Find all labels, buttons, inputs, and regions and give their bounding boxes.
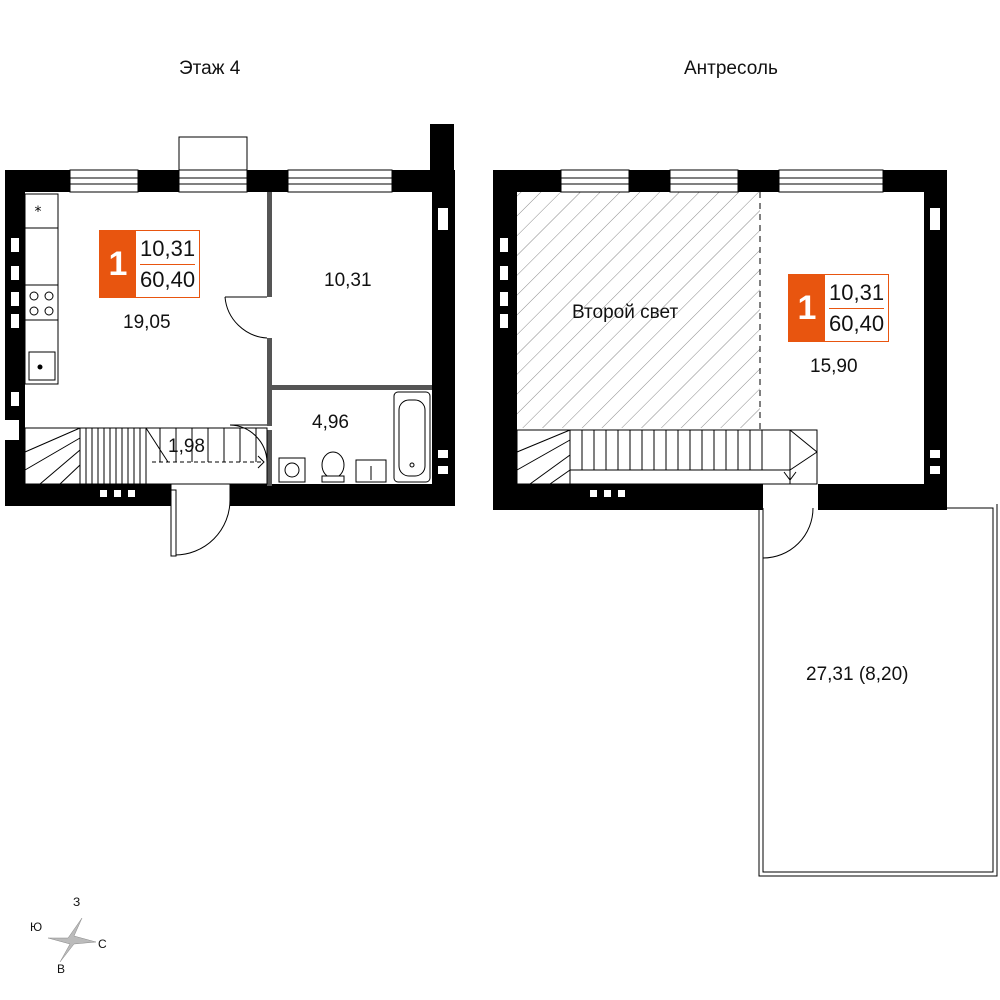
bedroom-area: 10,31 — [324, 270, 372, 291]
room-count: 1 — [100, 231, 136, 297]
stairs-left — [24, 427, 268, 485]
left-west-wall — [5, 170, 25, 506]
living-area-value: 10,31 — [140, 234, 196, 265]
right-plan — [493, 169, 998, 877]
bathroom-fixtures — [278, 391, 431, 483]
partition-kitchen-bedroom-lower — [267, 338, 272, 426]
terrace-outline — [762, 507, 994, 873]
right-west-wall — [493, 170, 517, 510]
terrace-area: 27,31 (8,20) — [806, 664, 909, 685]
double-height-area — [517, 192, 760, 428]
left-bottom-wall-b — [230, 484, 455, 506]
svg-text:*: * — [35, 204, 42, 220]
right-bottom-wall-a — [493, 484, 763, 510]
partition-bath-west — [267, 430, 272, 486]
left-east-wall — [432, 170, 455, 506]
bathroom-area: 4,96 — [312, 412, 349, 433]
compass-east-label: С — [98, 937, 107, 951]
total-area-value: 60,40 — [829, 310, 885, 336]
double-height-label: Второй свет — [572, 302, 679, 323]
compass-icon — [47, 917, 97, 963]
right-east-wall — [924, 170, 947, 510]
kitchen-living-area: 19,05 — [123, 312, 171, 333]
compass-south-label: В — [57, 962, 66, 976]
compass-west-label: Ю — [30, 920, 43, 934]
living-area-value: 10,31 — [829, 278, 885, 309]
window-top-3 — [287, 169, 393, 193]
right-plan-title: Антресоль — [684, 58, 778, 79]
left-plan: * — [5, 124, 455, 557]
left-plan-title: Этаж 4 — [179, 58, 241, 79]
total-area-value: 60,40 — [140, 266, 196, 292]
right-apartment-badge: 1 10,31 60,40 — [788, 274, 890, 342]
compass-north-label: З — [73, 895, 81, 909]
kitchen-counter — [24, 193, 59, 385]
hall-area: 1,98 — [168, 436, 205, 457]
window-top-1 — [69, 169, 139, 193]
left-column — [430, 124, 454, 172]
left-apartment-badge: 1 10,31 60,40 — [99, 230, 201, 298]
room-count: 1 — [789, 275, 825, 341]
stairs-right — [516, 429, 818, 485]
mezzanine-room-area: 15,90 — [810, 356, 858, 377]
left-bottom-wall-a — [5, 484, 171, 506]
window-top-2 — [178, 169, 248, 193]
partition-kitchen-bedroom — [267, 192, 272, 297]
right-bottom-wall-b — [818, 484, 947, 510]
balcony-niche — [178, 136, 248, 171]
partition-bedroom-bath — [272, 385, 432, 390]
